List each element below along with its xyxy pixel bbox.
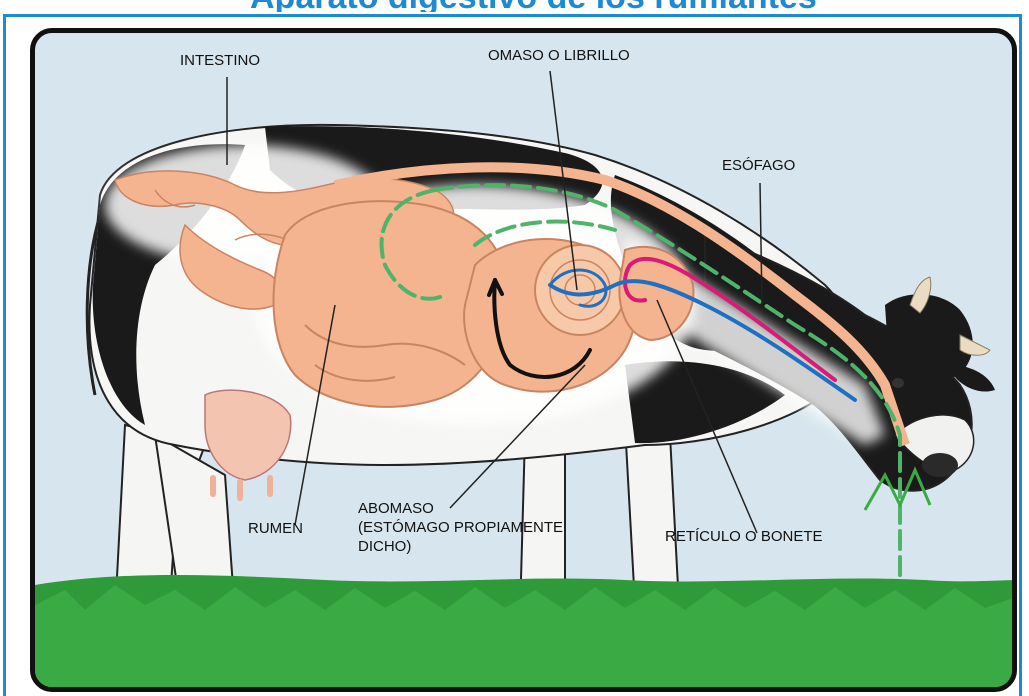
label-rumen: RUMEN [248, 520, 303, 537]
cow-diagram [35, 70, 1012, 687]
outer-border [3, 14, 1022, 696]
flow-paths [379, 183, 902, 577]
stomach-chambers [272, 162, 910, 447]
diagram-panel [30, 28, 1017, 692]
label-abomaso-line3: DICHO) [358, 538, 412, 555]
leader-lines [226, 70, 763, 534]
label-reticulo: RETÍCULO O BONETE [665, 528, 823, 545]
label-omaso: OMASO O LIBRILLO [488, 47, 630, 64]
label-abomaso-line2: (ESTÓMAGO PROPIAMENTE [358, 519, 564, 536]
grass [35, 466, 1012, 687]
label-abomaso-line1: ABOMASO [358, 500, 434, 517]
label-intestino: INTESTINO [180, 52, 261, 69]
title-strip: Aparato digestivo de los rumiantes [0, 0, 1029, 12]
label-esofago: ESÓFAGO [722, 157, 796, 174]
figure-title-fragment: Aparato digestivo de los rumiantes [250, 0, 817, 12]
